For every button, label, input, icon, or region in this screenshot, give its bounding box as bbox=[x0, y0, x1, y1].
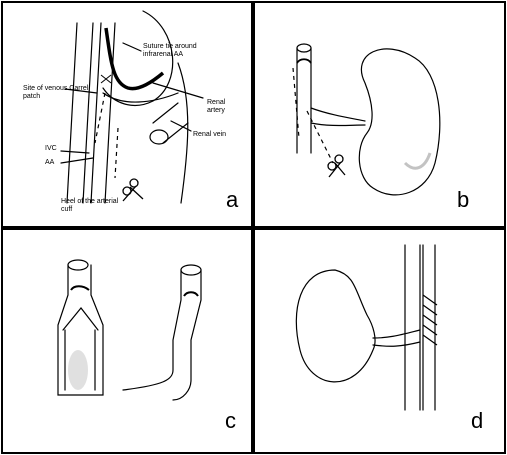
renal-vessels bbox=[372, 329, 421, 347]
aorta-vessel bbox=[90, 22, 102, 204]
lumen-shade bbox=[68, 350, 88, 390]
kidney-outline bbox=[358, 48, 441, 196]
suture-tie bbox=[104, 27, 165, 91]
renal-vein bbox=[152, 102, 189, 144]
panel-letter-b: b bbox=[457, 187, 470, 212]
panel-d-drawing bbox=[295, 244, 438, 411]
scissors-icon bbox=[122, 178, 144, 202]
label-aa: AA bbox=[45, 159, 55, 166]
label-heel: Heel of the arterial cuff bbox=[61, 198, 119, 213]
label-suture: Suture tie around infrarenal AA bbox=[143, 43, 197, 58]
incision-line bbox=[94, 92, 119, 179]
label-renal-vein: Renal vein bbox=[193, 131, 227, 138]
panel-b-drawing bbox=[292, 43, 441, 196]
ivc-vessel bbox=[66, 22, 78, 204]
panel-c-drawing bbox=[57, 259, 202, 401]
label-renal-artery: Renal artery bbox=[207, 99, 226, 114]
scissors-icon bbox=[327, 154, 346, 178]
panel-a: Suture tie around infrarenal AA Site of … bbox=[1, 1, 253, 228]
panel-c: c bbox=[1, 228, 253, 454]
organ-outline bbox=[102, 10, 174, 106]
cut-line bbox=[292, 67, 334, 164]
renal-artery bbox=[102, 92, 179, 103]
panel-letter-d: d bbox=[471, 408, 484, 433]
closed-vessel bbox=[122, 269, 182, 391]
renal-vessels bbox=[310, 107, 366, 127]
anastomosis-sutures bbox=[422, 294, 438, 346]
panel-a-drawing bbox=[60, 10, 204, 204]
panel-d: d bbox=[253, 228, 506, 454]
kidney-outline bbox=[295, 269, 376, 383]
panel-letter-c: c bbox=[225, 408, 236, 433]
label-carrel: Site of venous Carrel patch bbox=[23, 85, 89, 100]
panel-b: b bbox=[253, 1, 506, 228]
panel-letter-a: a bbox=[226, 187, 239, 212]
label-ivc: IVC bbox=[45, 145, 57, 152]
opened-vessel bbox=[57, 264, 104, 396]
